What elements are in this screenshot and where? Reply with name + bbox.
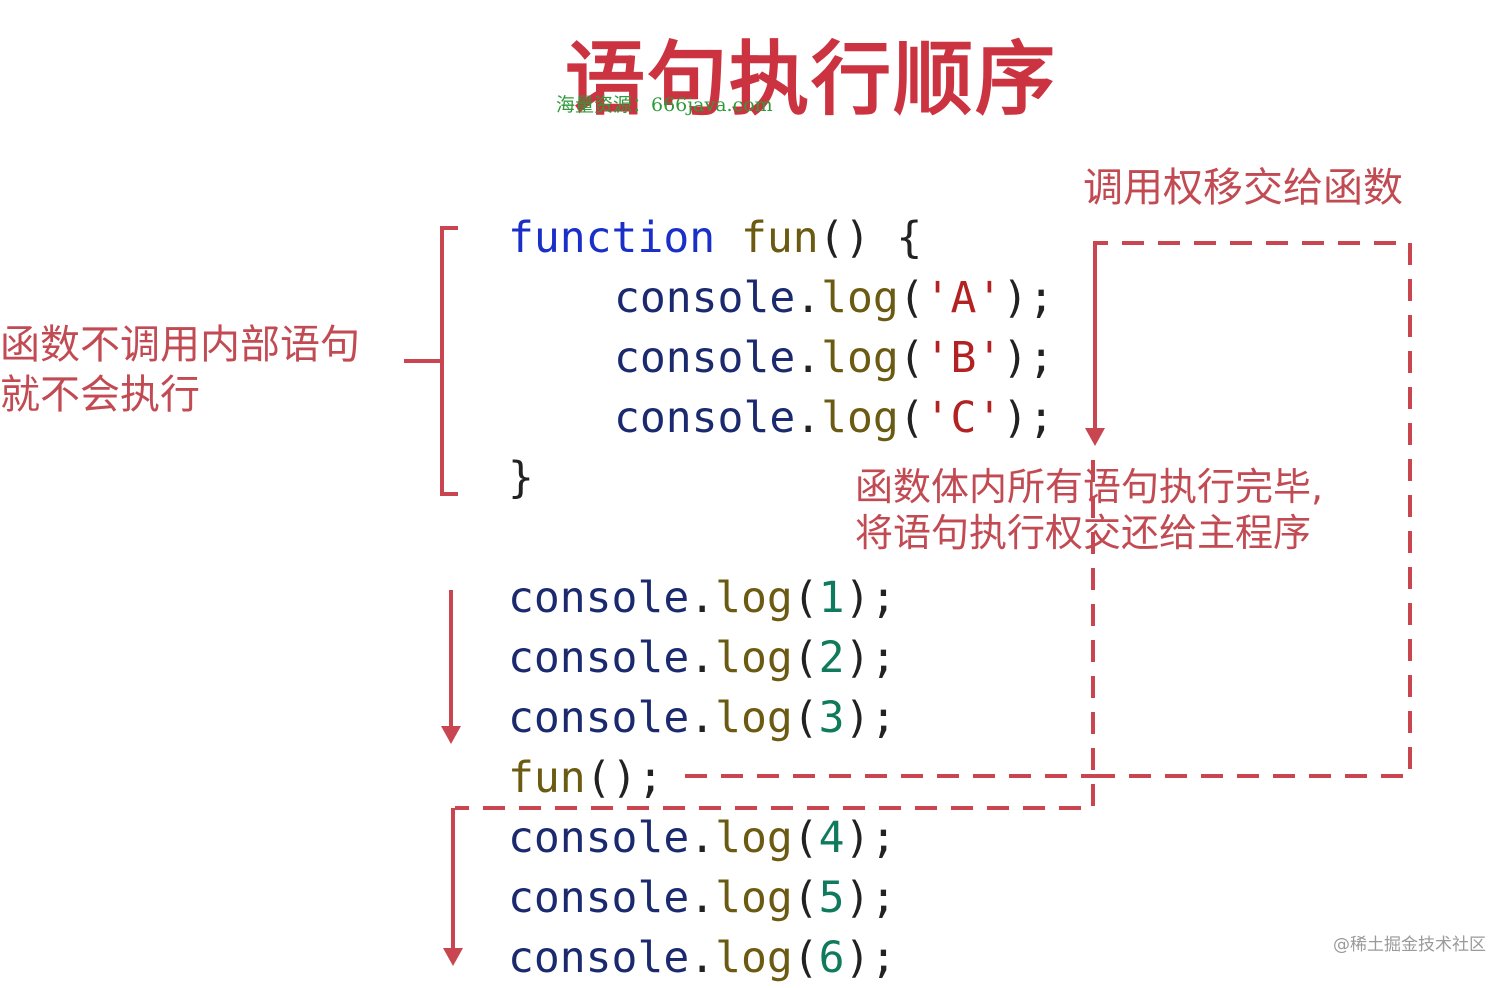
code-token: (); [585, 753, 664, 803]
call-dashed-loop [1093, 241, 1412, 778]
code-main-block: console.log(1); console.log(2); console.… [508, 568, 896, 988]
code-token: log [715, 813, 793, 863]
code-token: ); [844, 573, 897, 623]
code-token: fun [508, 753, 586, 803]
code-line-main-5: console.log(5); [508, 868, 896, 928]
code-token: ( [792, 873, 819, 923]
code-function-block: function fun() { console.log('A'); conso… [508, 208, 1054, 508]
code-token: console [508, 573, 690, 623]
function-decl-rest: () { [818, 213, 923, 263]
code-token: ( [792, 693, 819, 743]
code-line-body-2: console.log('C'); [508, 388, 1054, 448]
code-token: console [508, 633, 690, 683]
note-middle-line2: 将语句执行权交还给主程序 [855, 511, 1312, 555]
code-token: console [614, 333, 796, 383]
note-middle: 函数体内所有语句执行完毕, 将语句执行权交还给主程序 [855, 464, 1323, 556]
code-token: ( [898, 393, 925, 443]
code-line-main-1: console.log(1); [508, 568, 896, 628]
keyword-function: function [508, 213, 716, 263]
code-token: console [614, 273, 796, 323]
code-token: . [795, 393, 822, 443]
enter-function-arrow-head [1085, 428, 1105, 446]
code-token: console [614, 393, 796, 443]
code-token: . [689, 873, 716, 923]
code-token: log [821, 333, 899, 383]
flow-arrow-2-head [443, 948, 463, 966]
code-token: ( [792, 633, 819, 683]
code-line-function-decl: function fun() { [508, 208, 1054, 268]
code-token: ); [844, 933, 897, 983]
code-token: 2 [818, 633, 845, 683]
code-token: . [689, 933, 716, 983]
code-token: ); [1002, 393, 1055, 443]
code-token: console [508, 693, 690, 743]
code-token: log [715, 873, 793, 923]
code-token: log [821, 393, 899, 443]
code-token: 'B' [924, 333, 1003, 383]
note-left-line2: 就不会执行 [0, 372, 200, 418]
code-token: . [689, 633, 716, 683]
code-token: . [795, 333, 822, 383]
code-token: ); [1002, 333, 1055, 383]
code-token: 'C' [924, 393, 1003, 443]
code-token: console [508, 873, 690, 923]
code-token: console [508, 813, 690, 863]
code-token: 4 [818, 813, 845, 863]
note-left: 函数不调用内部语句 就不会执行 [0, 320, 360, 420]
watermark-text: 海量资源：666java.com [556, 94, 773, 116]
code-token: ( [898, 333, 925, 383]
code-token: ( [792, 933, 819, 983]
code-line-body-0: console.log('A'); [508, 268, 1054, 328]
code-line-main-6: console.log(6); [508, 928, 896, 988]
note-middle-line1: 函数体内所有语句执行完毕, [855, 465, 1324, 509]
code-line-body-1: console.log('B'); [508, 328, 1054, 388]
code-token: . [689, 693, 716, 743]
function-name: fun [741, 213, 819, 263]
code-token: ( [898, 273, 925, 323]
code-token: ( [792, 573, 819, 623]
code-token: log [715, 633, 793, 683]
note-top-right: 调用权移交给函数 [1083, 165, 1403, 211]
code-token: 3 [818, 693, 845, 743]
code-token: log [821, 273, 899, 323]
code-token: ( [792, 813, 819, 863]
code-token: ); [844, 873, 897, 923]
code-line-main-3: console.log(3); [508, 688, 896, 748]
code-token: log [715, 693, 793, 743]
code-line-main-2: console.log(2); [508, 628, 896, 688]
code-token: . [689, 813, 716, 863]
code-line-close-brace: } [508, 448, 1054, 508]
code-token: ); [844, 693, 897, 743]
note-left-line1: 函数不调用内部语句 [0, 322, 360, 368]
page-title: 语句执行顺序 [565, 33, 1057, 126]
code-token: console [508, 933, 690, 983]
code-token: ); [844, 813, 897, 863]
code-token: 'A' [924, 273, 1003, 323]
return-dashed-path [455, 460, 1095, 810]
code-token: log [715, 933, 793, 983]
flow-arrow-1-head [441, 726, 461, 744]
code-token: } [508, 453, 534, 503]
code-token: log [715, 573, 793, 623]
code-token: . [689, 573, 716, 623]
code-token: 5 [818, 873, 845, 923]
code-token: . [795, 273, 822, 323]
code-token: 6 [818, 933, 845, 983]
code-token: ); [1002, 273, 1055, 323]
function-bracket [440, 226, 458, 496]
corner-credit: @稀土掘金技术社区 [1333, 935, 1486, 955]
code-token: ); [844, 633, 897, 683]
code-token: 1 [818, 573, 845, 623]
code-line-call: fun(); [508, 748, 896, 808]
code-line-main-4: console.log(4); [508, 808, 896, 868]
